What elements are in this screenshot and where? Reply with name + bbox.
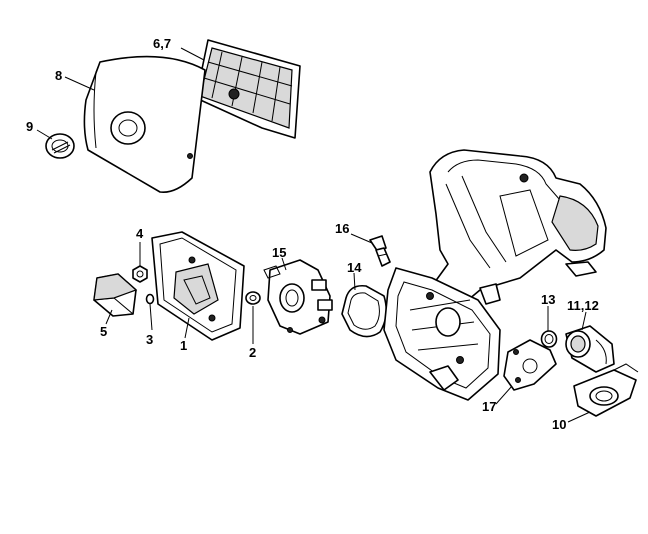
part-flange — [503, 339, 557, 391]
callout-16: 16 — [335, 221, 350, 236]
callout-5: 5 — [100, 324, 108, 339]
callout-15: 15 — [272, 245, 287, 260]
part-plug — [245, 291, 261, 305]
part-air-filter — [195, 39, 301, 139]
part-housing-handle — [429, 149, 607, 321]
part-nut — [132, 265, 148, 283]
part-seal-ring — [540, 330, 558, 348]
callout-6-7: 6,7 — [153, 36, 172, 51]
callout-10: 10 — [552, 417, 567, 432]
part-o-ring — [145, 293, 155, 305]
callout-2: 2 — [249, 345, 257, 360]
part-carburetor-box — [383, 267, 501, 401]
callout-4: 4 — [136, 226, 144, 241]
callout-3: 3 — [146, 332, 154, 347]
part-knob — [45, 133, 75, 159]
callout-13: 13 — [541, 292, 556, 307]
part-connector — [369, 235, 391, 267]
part-gasket — [341, 284, 388, 338]
part-carburetor — [263, 259, 333, 335]
part-intake-elbow — [565, 325, 615, 373]
part-filter-cover — [83, 55, 206, 194]
callout-11-12: 11,12 — [567, 298, 599, 313]
part-sleeve — [573, 363, 639, 417]
callout-8: 8 — [55, 68, 63, 83]
callout-14: 14 — [347, 260, 362, 275]
leader-lines — [36, 47, 591, 423]
callout-9: 9 — [26, 119, 34, 134]
callout-1: 1 — [180, 338, 188, 353]
part-foam-block — [93, 273, 138, 317]
callout-17: 17 — [482, 399, 497, 414]
part-base-plate — [151, 231, 245, 341]
